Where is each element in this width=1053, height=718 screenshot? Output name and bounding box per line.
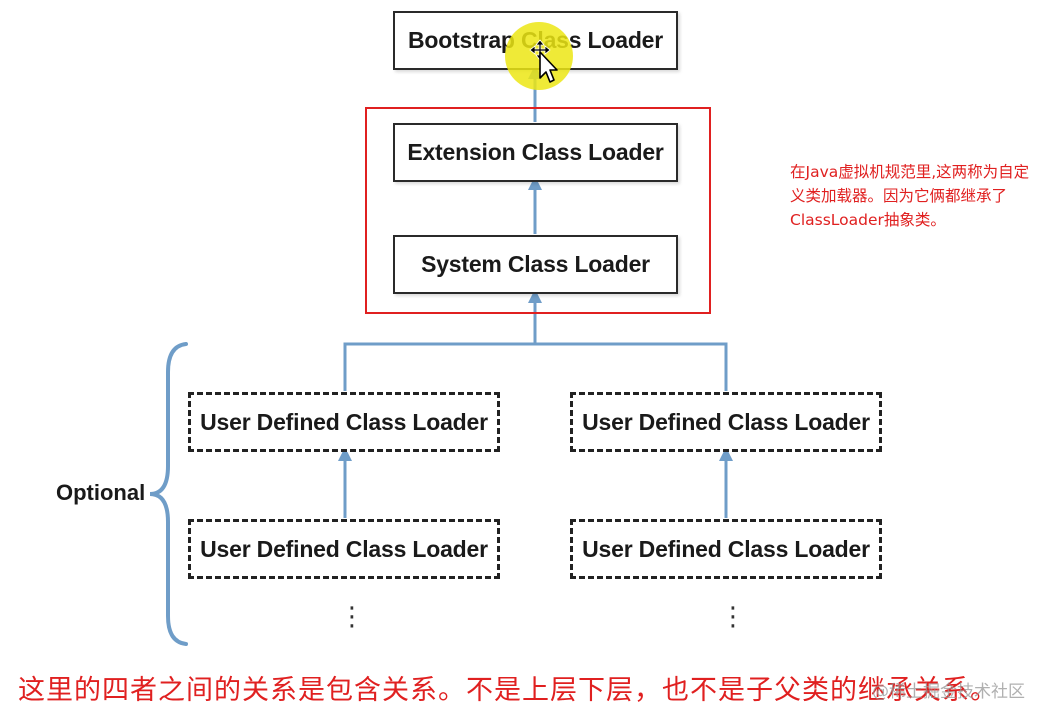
user-defined-loader-right-bottom: User Defined Class Loader [570,519,882,579]
right-continuation-ellipsis: ⋮ [720,602,746,632]
user-defined-loader-left-top: User Defined Class Loader [188,392,500,452]
extension-class-loader-label: Extension Class Loader [407,139,664,165]
system-class-loader-label: System Class Loader [421,251,650,277]
caption-text: 这里的四者之间的关系是包含关系。不是上层下层，也不是子父类的继承关系。 [18,675,998,706]
system-class-loader-node: System Class Loader [393,235,678,294]
extension-class-loader-node: Extension Class Loader [393,123,678,182]
optional-label: Optional [56,480,146,505]
move-cursor-icon [529,39,558,83]
user-defined-loader-label: User Defined Class Loader [582,408,870,435]
user-defined-loader-right-top: User Defined Class Loader [570,392,882,452]
annotation-note: 在Java虚拟机规范里,这两称为自定义类加载器。因为它俩都继承了ClassLoa… [790,163,1030,229]
user-defined-loader-label: User Defined Class Loader [582,535,870,562]
user-defined-loader-label: User Defined Class Loader [200,535,488,562]
left-continuation-ellipsis: ⋮ [339,602,365,632]
user-defined-loader-label: User Defined Class Loader [200,408,488,435]
optional-brace [149,342,188,646]
user-defined-loader-left-bottom: User Defined Class Loader [188,519,500,579]
branch-connector [343,342,728,391]
watermark: @稀土掘金技术社区 [872,682,1025,702]
custom-loader-highlight-frame [365,107,711,314]
